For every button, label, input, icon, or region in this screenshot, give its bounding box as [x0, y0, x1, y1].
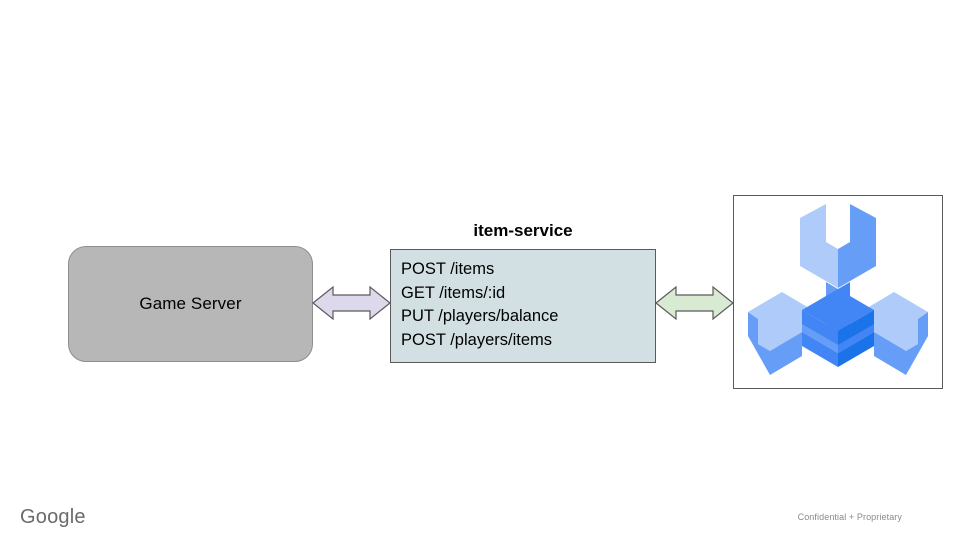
game-server-node: Game Server [68, 246, 313, 362]
game-server-label: Game Server [139, 294, 242, 313]
endpoint-line: POST /items [401, 260, 495, 278]
endpoint-line: PUT /players/balance [401, 307, 559, 325]
google-wordmark: Google [20, 506, 86, 528]
connector-game-server-to-item-service [312, 284, 391, 322]
double-headed-arrow-icon [312, 285, 391, 321]
item-service-node: POST /items GET /items/:id PUT /players/… [390, 249, 656, 363]
tools-logo-panel [733, 195, 943, 389]
endpoint-line: POST /players/items [401, 330, 552, 349]
isometric-wrench-logo-icon [748, 204, 928, 375]
connector-item-service-to-tools [655, 284, 734, 322]
item-service-title: item-service [473, 221, 573, 240]
double-headed-arrow-icon [655, 285, 734, 321]
confidential-proprietary-note: Confidential + Proprietary [797, 512, 902, 522]
endpoint-line: GET /items/:id [401, 283, 506, 302]
